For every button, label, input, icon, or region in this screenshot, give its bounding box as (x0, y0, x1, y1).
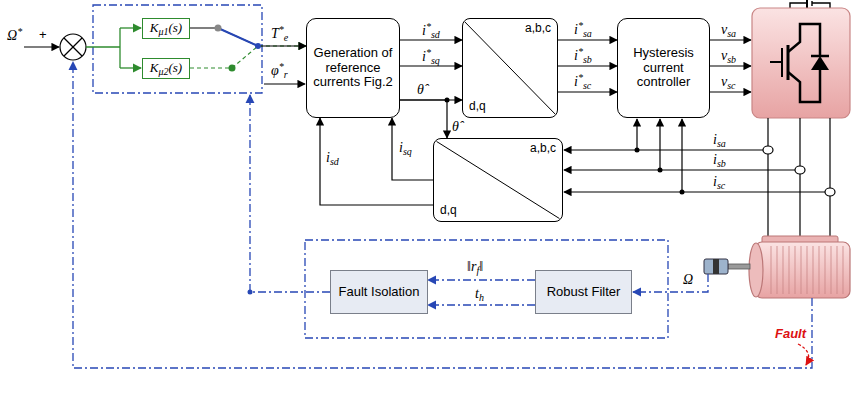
input-signal: Ω* (6, 28, 23, 43)
box-label: Kμ1(s) (150, 21, 182, 36)
box-label: d,q (469, 100, 486, 114)
transform-box: a,b,c d,q (462, 18, 558, 118)
signal-name: isq (398, 140, 413, 155)
signal-name: isd (325, 150, 340, 165)
junction-dot (445, 98, 450, 103)
box-label: a,b,c (525, 22, 551, 36)
signal-name: isa (712, 132, 727, 147)
connector (558, 39, 617, 40)
signal-name: i*sc (573, 74, 592, 89)
process-box: Generation of reference currents Fig.2 (306, 18, 400, 118)
summing-junction (60, 34, 86, 60)
switch-contact (215, 25, 222, 32)
fault-label: Fault (774, 326, 807, 341)
signal-name: i*sd (421, 23, 441, 38)
connector (320, 118, 433, 205)
process-box: Robust Filter (535, 270, 632, 314)
signal-name: T*e (270, 26, 289, 41)
process-box: Hysteresis current controller (617, 18, 710, 118)
box-label: Robust Filter (547, 285, 621, 300)
current-sensor (795, 166, 805, 174)
connector (428, 304, 535, 305)
connector (392, 118, 433, 180)
signal-name: vsa (720, 22, 737, 37)
connector (558, 65, 617, 66)
controller-box: Kμ2(s) (142, 58, 190, 79)
signal-name: θ̂ (451, 119, 460, 134)
motor-illustration (704, 236, 850, 298)
connector (400, 100, 447, 138)
signal-name: i*sa (573, 22, 593, 37)
box-label: d,q (440, 204, 457, 218)
box-label: Kμ2(s) (150, 61, 182, 76)
sign-mark: + (38, 27, 48, 42)
signal-name: th (474, 286, 485, 301)
process-box: Fault Isolation (330, 270, 428, 314)
box-label: Generation of reference currents Fig.2 (310, 46, 396, 91)
signal-name: Ω (682, 272, 694, 287)
controller-region (93, 5, 262, 93)
transform-box: a,b,c d,q (433, 138, 563, 222)
signal-name: i*sq (421, 49, 441, 64)
signal-name: φ*r (270, 63, 289, 78)
selector-switch (218, 28, 258, 46)
signal-name: vsb (720, 48, 737, 63)
signal-name: ‖rf‖ (466, 259, 484, 274)
connector (558, 91, 617, 92)
signal-name: θ̂ (416, 82, 425, 97)
box-label: Fault Isolation (339, 285, 420, 300)
diagnosis-region (305, 240, 668, 338)
signal-name: i*sb (573, 48, 593, 63)
signal-name: isb (712, 152, 727, 167)
signal-name: isc (712, 174, 726, 189)
controller-box: Kμ1(s) (142, 18, 190, 39)
switch-pivot (255, 43, 261, 49)
box-label: Hysteresis current controller (621, 46, 706, 91)
connector (400, 99, 462, 100)
switch-contact (229, 65, 236, 72)
box-label: a,b,c (530, 142, 556, 156)
current-sensor (763, 146, 773, 154)
inverter-symbol (752, 0, 850, 118)
signal-name: vsc (720, 74, 737, 89)
connector (428, 279, 535, 280)
current-sensor (825, 188, 835, 196)
